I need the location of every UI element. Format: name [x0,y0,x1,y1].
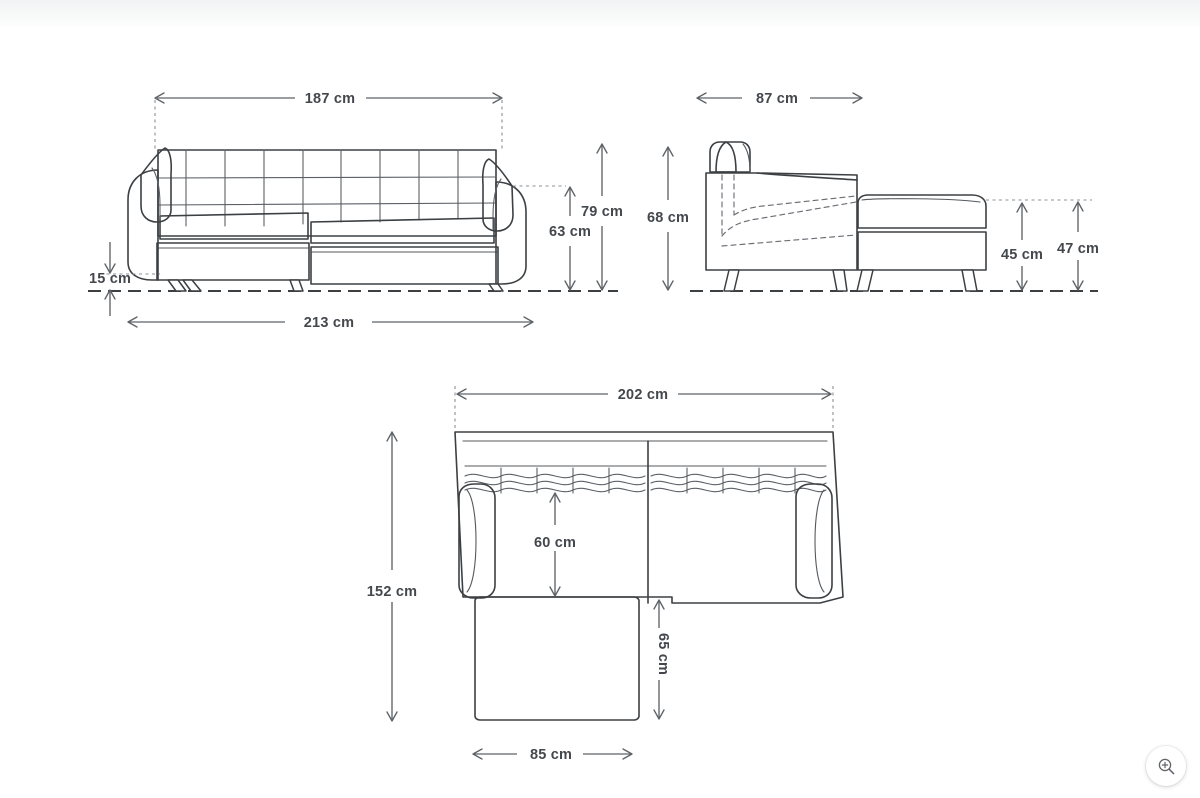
dim-top-202: 202 cm [456,387,832,403]
dim-front-79: 79 cm [581,143,623,291]
dim-top-65: 65 cm [653,599,671,720]
side-chaise-cushion-top [861,198,981,203]
dim-front-63: 63 cm [549,186,591,291]
dim-label-front-213: 213 cm [304,315,354,331]
side-back-cushion-edge [742,143,751,173]
dim-side-45: 45 cm [1001,202,1043,291]
side-chaise-base [857,231,987,271]
side-hidden-structure [721,174,857,247]
dim-label-top-152: 152 cm [367,584,417,600]
front-leg-2 [182,279,202,292]
dim-front-187: 187 cm [154,91,503,107]
side-chaise-cushion [857,194,987,229]
front-leg-1 [167,279,187,292]
front-seat-cushion-left [159,212,309,240]
front-seat-cushion-right [310,217,495,244]
dim-label-top-202: 202 cm [618,387,668,403]
top-body-outline [454,431,844,604]
top-back-cushion-band [464,467,827,494]
front-right-bolster-fold [492,178,502,230]
dim-label-front-63: 63 cm [549,224,591,240]
top-left-armrest [458,483,496,599]
front-left-armrest [127,169,159,281]
dim-top-152: 152 cm [367,431,417,722]
dim-label-side-68: 68 cm [647,210,689,226]
front-leg-4 [488,283,504,292]
top-right-armrest [795,483,833,599]
dim-label-front-79: 79 cm [581,204,623,220]
side-leg-4 [961,269,978,292]
side-back-bolster-fold [715,141,737,173]
side-back-cushion [709,141,751,173]
side-arm-top-edge [756,172,858,181]
top-left-armrest-inner [466,489,477,593]
side-body-profile [705,172,858,271]
dim-front-213: 213 cm [127,315,534,331]
top-chaise-rectangle [474,596,640,721]
dim-label-side-47: 47 cm [1057,241,1099,257]
zoom-in-button[interactable] [1146,746,1186,786]
dim-side-47: 47 cm [1057,201,1099,291]
dim-label-top-85: 85 cm [530,747,572,763]
top-view: 202 cm [367,386,844,763]
side-leg-2 [832,269,848,292]
front-tufting-grid [157,149,497,227]
front-backrest-panel [157,149,497,237]
front-left-bolster-pillow [140,147,173,223]
front-view: 187 cm [88,91,623,331]
dim-side-87: 87 cm [696,91,863,107]
dim-label-front-187: 187 cm [305,91,355,107]
front-right-armrest [495,181,527,285]
front-base-left [156,242,310,281]
dim-side-68: 68 cm [647,146,689,291]
side-leg-3 [856,269,874,292]
magnifier-plus-icon [1158,758,1174,774]
dim-front-15: 15 cm [89,242,131,316]
dim-top-60: 60 cm [534,492,576,597]
dim-label-top-65: 65 cm [655,633,671,675]
side-view: 87 cm [647,91,1099,292]
front-leg-3 [289,279,304,292]
front-left-bolster-fold [151,167,161,220]
dim-label-side-45: 45 cm [1001,247,1043,263]
dim-label-front-15: 15 cm [89,271,131,287]
dim-top-85: 85 cm [472,747,633,763]
side-leg-1 [723,269,740,292]
front-right-bolster-pillow [481,158,514,232]
top-right-armrest-inner [814,489,825,593]
dim-label-top-60: 60 cm [534,535,576,551]
dim-label-side-87: 87 cm [756,91,798,107]
